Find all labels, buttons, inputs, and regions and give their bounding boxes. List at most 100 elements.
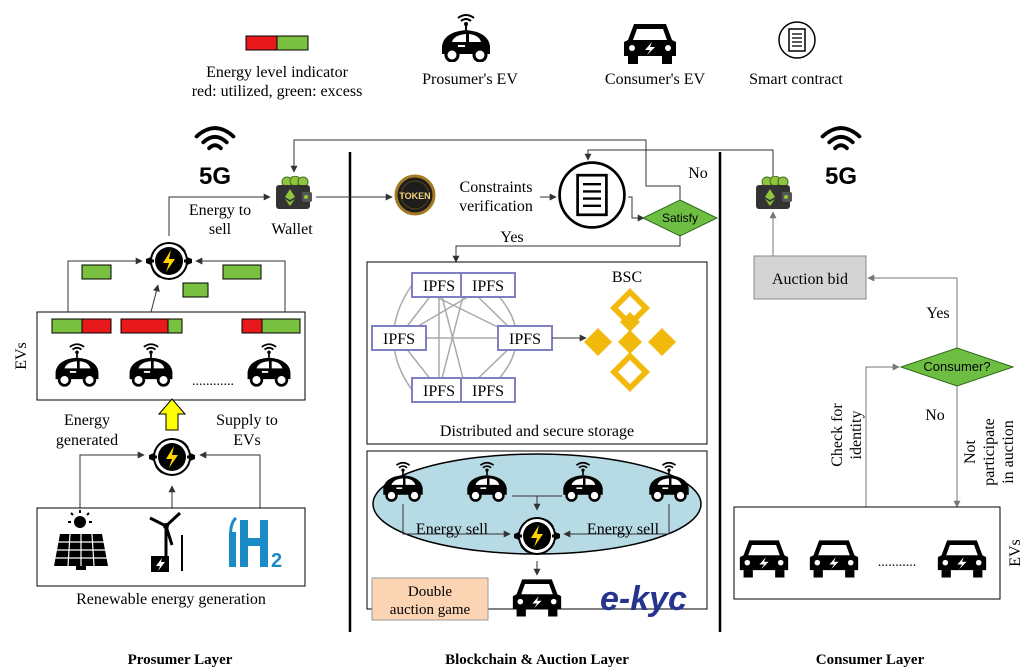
- auction-bid-box: [753, 255, 867, 300]
- arrow-left-sell: [402, 504, 511, 538]
- consumer-ev-icon: [624, 24, 676, 64]
- constraints-line1: Constraints: [460, 179, 533, 196]
- prosumer-ev-1-icon: [54, 342, 100, 387]
- ekyc-logo: e-kyc: [600, 580, 687, 618]
- legend: Energy level indicator red: utilized, gr…: [192, 13, 843, 100]
- legend-smart-contract: Smart contract: [749, 71, 843, 88]
- consumer-5g-label: 5G: [825, 163, 857, 190]
- storage-label: Distributed and secure storage: [440, 423, 634, 440]
- excess-energy-bar-1: [81, 264, 112, 280]
- arrow-hub-to-wallet: [168, 193, 271, 236]
- yellow-supply-arrow: [157, 398, 187, 431]
- arrow-consumer-wallet-to-contract: [584, 149, 774, 176]
- not-participate-line3: in auction: [1000, 420, 1017, 484]
- bsc-logo-icon: [584, 288, 676, 392]
- consumer-no-label: No: [925, 407, 945, 424]
- double-auction-box: [371, 577, 489, 621]
- consumer-decision-label: Consumer?: [923, 359, 990, 374]
- energy-to-sell-line1: Energy to: [189, 202, 251, 219]
- arrow-solar-to-hub: [79, 451, 145, 508]
- legend-energy-indicator-line1: Energy level indicator: [206, 64, 349, 81]
- energy-generated-line2: generated: [56, 432, 118, 449]
- constraints-line2: verification: [459, 198, 533, 215]
- charging-hub-lower-icon: [147, 437, 197, 477]
- arrow-ev2-to-hub: [150, 284, 160, 313]
- supply-to-evs-line1: Supply to: [216, 412, 278, 429]
- wifi-icon: [194, 126, 236, 151]
- ipfs-node-3: IPFS: [371, 325, 427, 351]
- not-participate-line1: Not: [962, 439, 979, 464]
- svg-text:IPFS: IPFS: [383, 331, 415, 348]
- consumer-wifi-icon: [820, 126, 862, 151]
- consumer-wallet-icon: [755, 176, 793, 210]
- consumer-layer: 5G Auction bid Yes Consumer? No Check fo…: [584, 126, 1024, 668]
- prosumer-layer: 5G Wallet Energy to sell EVs ...........…: [13, 126, 313, 668]
- svg-text:IPFS: IPFS: [472, 278, 504, 295]
- ipfs-node-2: IPFS: [460, 272, 516, 298]
- arrow-check-identity: [865, 363, 900, 507]
- svg-text:IPFS: IPFS: [423, 383, 455, 400]
- prosumer-ev-icon: [440, 13, 492, 62]
- energy-to-sell-line2: sell: [209, 221, 232, 238]
- wallet-icon: [275, 176, 313, 210]
- svg-text:IPFS: IPFS: [472, 383, 504, 400]
- ev1-red-bar: [81, 318, 112, 334]
- double-auction-line1: Double: [408, 584, 453, 600]
- ipfs-node-1: IPFS: [411, 272, 467, 298]
- legend-consumer-ev: Consumer's EV: [605, 71, 706, 88]
- arrow-right-sell: [563, 504, 670, 538]
- not-participate-line2: participate: [981, 418, 998, 486]
- prosumer-evs-label: EVs: [13, 342, 30, 370]
- charging-hub-upper-icon: [144, 241, 194, 281]
- ev3-green-bar: [261, 318, 301, 334]
- yes-label: Yes: [500, 229, 523, 246]
- legend-prosumer-ev: Prosumer's EV: [422, 71, 518, 88]
- legend-energy-indicator-line2: red: utilized, green: excess: [192, 83, 363, 100]
- wind-turbine-icon: [149, 511, 183, 572]
- consumer-ev-2-icon: [809, 540, 859, 578]
- consumer-evs-label: EVs: [1007, 539, 1024, 567]
- arrow-no-to-wallet: [290, 139, 681, 200]
- smart-contract-large-icon: [558, 161, 626, 229]
- satisfy-label: Satisfy: [662, 211, 698, 225]
- token-icon: TOKEN: [394, 174, 436, 216]
- svg-text:IPFS: IPFS: [423, 278, 455, 295]
- arrow-ev1-to-hub: [67, 257, 143, 312]
- energy-indicator-green: [276, 35, 309, 51]
- renewable-box: [36, 507, 306, 587]
- ipfs-node-4: IPFS: [497, 325, 553, 351]
- energy-sell-left: Energy sell: [416, 521, 489, 538]
- supply-to-evs-line2: EVs: [233, 432, 261, 449]
- blockchain-layer-title: Blockchain & Auction Layer: [445, 652, 629, 668]
- arrow-contract-to-satisfy: [628, 196, 645, 222]
- consumer-yes-label: Yes: [926, 305, 949, 322]
- ipfs-node-5: IPFS: [411, 377, 467, 403]
- energy-sell-right: Energy sell: [587, 521, 660, 538]
- svg-text:IPFS: IPFS: [509, 331, 541, 348]
- excess-energy-bar-2: [182, 282, 209, 298]
- ev1-green-bar: [51, 318, 83, 334]
- no-label: No: [688, 165, 708, 182]
- prosumer-layer-title: Prosumer Layer: [128, 652, 233, 668]
- solar-panel-icon: [54, 510, 108, 570]
- energy-generated-line1: Energy: [64, 412, 110, 429]
- check-identity-line2: identity: [848, 411, 865, 460]
- ev3-red-bar: [241, 318, 263, 334]
- hydrogen-icon: 2: [229, 516, 282, 572]
- arrow-hydrogen-to-hub: [199, 451, 261, 508]
- prosumer-5g-label: 5G: [199, 163, 231, 190]
- auction-bid-label: Auction bid: [772, 271, 848, 288]
- storage-box: [366, 261, 708, 445]
- check-identity-line1: Check for: [829, 403, 846, 467]
- consumer-ev-3-icon: [937, 540, 987, 578]
- excess-energy-bar-3: [222, 264, 262, 280]
- ev2-red-bar: [120, 318, 169, 334]
- smart-contract-icon: [778, 21, 816, 59]
- double-auction-line2: auction game: [390, 602, 471, 618]
- prosumer-evs-dots: ............: [192, 374, 234, 389]
- consumer-ev-1-icon: [739, 540, 789, 578]
- consumer-layer-title: Consumer Layer: [816, 652, 925, 668]
- prosumer-ev-3-icon: [246, 342, 292, 387]
- energy-indicator-red: [245, 35, 278, 51]
